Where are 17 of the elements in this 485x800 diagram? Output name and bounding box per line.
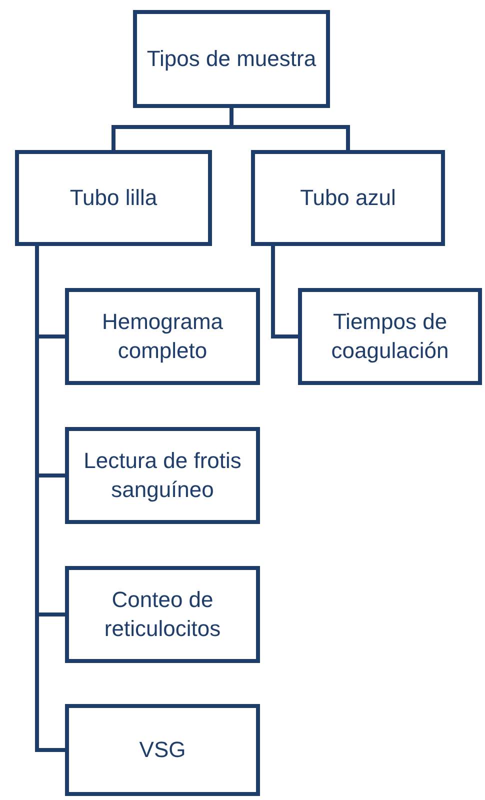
connector-line: [271, 246, 298, 338]
box-label: Tubo azul: [300, 184, 396, 212]
box-label: Tiempos de coagulación: [330, 308, 450, 365]
box-label: Hemograma completo: [100, 308, 224, 365]
category-box: [65, 704, 260, 796]
category-box: [15, 150, 212, 246]
box-label: Tubo lilla: [70, 184, 158, 212]
box-label: Conteo de reticulocitos: [103, 586, 222, 642]
box-label: VSG: [139, 736, 186, 764]
category-box: [65, 288, 260, 385]
category-box: [133, 10, 330, 108]
category-box: [298, 288, 482, 385]
box-label: Lectura de frotis sanguíneo: [82, 446, 242, 504]
category-box: [65, 566, 260, 663]
box-label: Tipos de muestra: [146, 44, 316, 73]
category-box: [65, 427, 260, 524]
category-box: [251, 150, 445, 246]
